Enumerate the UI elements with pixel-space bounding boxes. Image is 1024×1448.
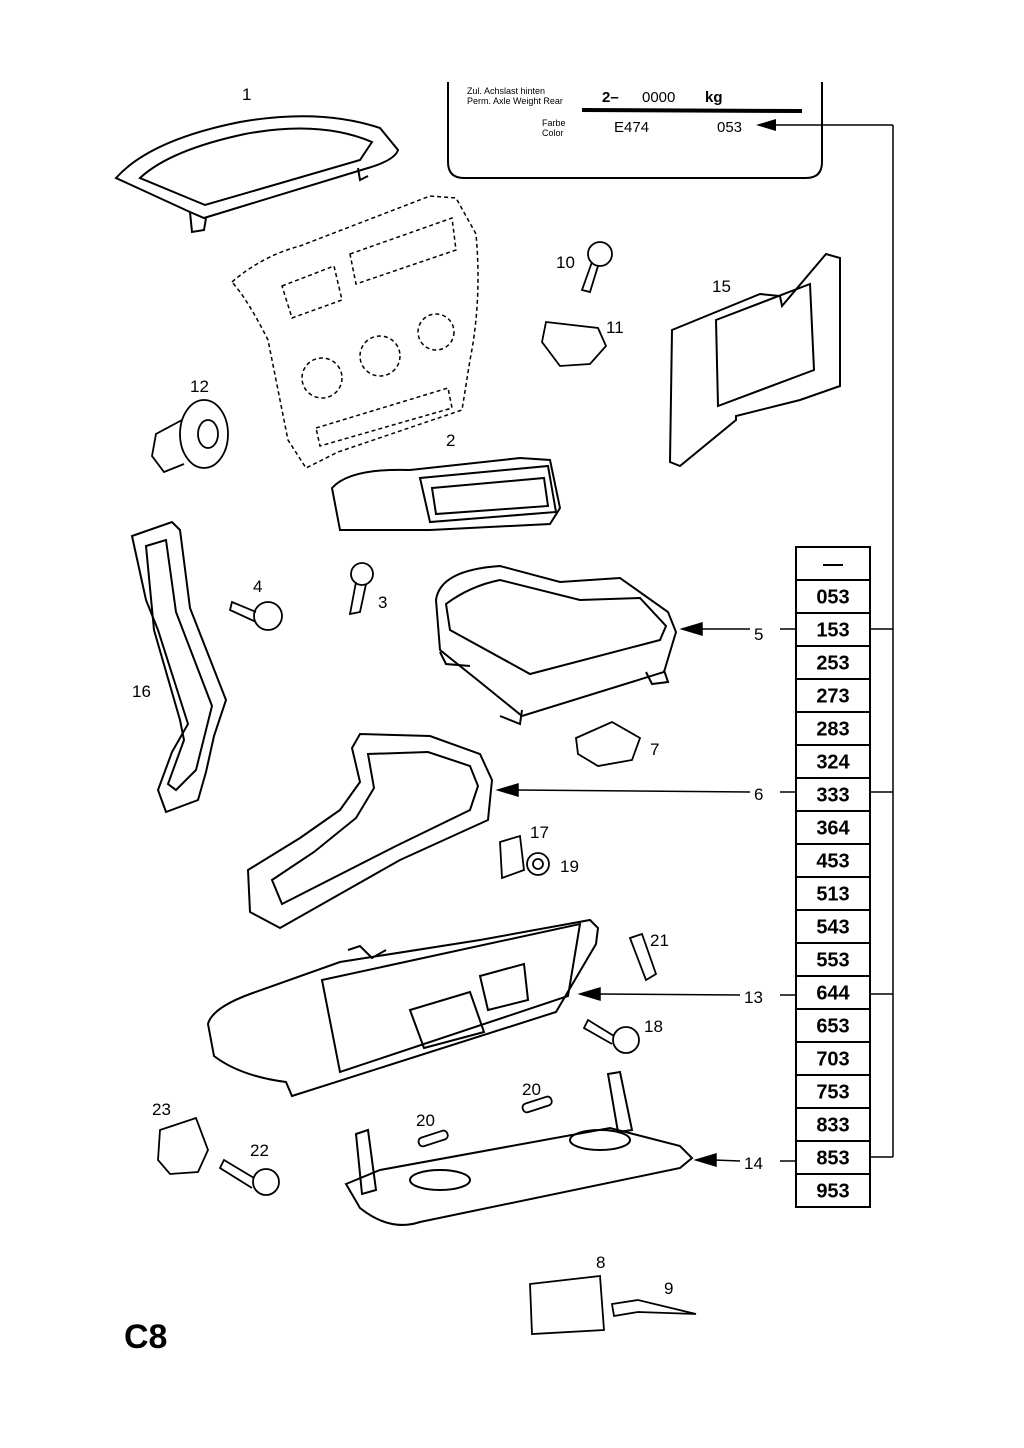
color-table-value: 153: [816, 620, 849, 642]
dashboard-outline: [230, 195, 479, 469]
part-5-tray: [434, 564, 678, 726]
color-table-cell: [795, 810, 871, 845]
color-table-value: 453: [816, 851, 849, 873]
color-table-bracket: [870, 125, 894, 1158]
color-table-value: 324: [816, 752, 850, 774]
vehicle-data-plate: Zul. Achslast hinten Perm. Axle Weight R…: [447, 82, 823, 179]
part-label-2: 2: [446, 431, 455, 450]
part-label-16: 16: [132, 682, 151, 701]
color-table-cell: [795, 975, 871, 1010]
color-table-cell: [795, 876, 871, 911]
part-label-20-upper: 20: [522, 1080, 541, 1099]
color-variant-table: — 053 153 253 273 283 324 333 364 453 513 543 553 644…: [795, 546, 871, 1208]
part-6-frame: [246, 732, 494, 930]
part-label-15: 15: [712, 277, 731, 296]
part-14-lid: [344, 1070, 694, 1226]
color-table-cell: [795, 909, 871, 944]
part-label-21: 21: [650, 931, 669, 950]
part-label-9: 9: [664, 1279, 673, 1298]
axle-weight-value: 0000: [642, 89, 675, 106]
color-table-value: 753: [816, 1082, 849, 1104]
part-label-13: 13: [744, 988, 763, 1007]
color-table-value: 833: [816, 1115, 849, 1137]
part-label-3: 3: [378, 593, 387, 612]
color-table-cell: [795, 777, 871, 812]
page-code: C8: [124, 1318, 168, 1356]
part-15-panel: [668, 252, 841, 468]
color-table-cell: [795, 1107, 871, 1142]
color-table-value: 853: [816, 1148, 849, 1170]
color-table-value: 273: [816, 686, 849, 708]
axle-weight-prefix: 2–: [602, 89, 619, 106]
part-label-8: 8: [596, 1253, 605, 1272]
color-table-value: 653: [816, 1016, 849, 1038]
part-label-6: 6: [754, 785, 763, 804]
color-table-cell: [795, 1173, 871, 1208]
part-13-glovebox: [206, 918, 600, 1098]
color-table-value: 283: [816, 719, 849, 741]
color-table-value: 543: [816, 917, 849, 939]
part-label-5: 5: [754, 625, 763, 644]
color-table-value: 553: [816, 950, 849, 972]
axle-weight-unit: kg: [705, 89, 723, 106]
plate-leader: [756, 119, 893, 131]
color-table-cell: [795, 579, 871, 614]
part-label-7: 7: [650, 740, 659, 759]
color-table-cell: [795, 1008, 871, 1043]
color-table-value: 333: [816, 785, 849, 807]
color-table-cell: [795, 843, 871, 878]
color-label-de: Farbe: [542, 118, 566, 128]
color-table-cell: [795, 711, 871, 746]
color-table-value: 364: [816, 818, 850, 840]
part-1-top-cover: [114, 115, 400, 234]
axle-weight-label-en: Perm. Axle Weight Rear: [467, 96, 563, 106]
axle-weight-label-de: Zul. Achslast hinten: [467, 86, 545, 96]
color-code: E474: [614, 119, 649, 136]
color-table-cell: [795, 942, 871, 977]
part-label-1: 1: [242, 85, 251, 104]
part-label-20-lower: 20: [416, 1111, 435, 1130]
color-number: 053: [717, 119, 742, 136]
color-label-en: Color: [542, 128, 564, 138]
plate-divider: [581, 108, 803, 113]
part-2-ashtray: [330, 456, 562, 531]
part-label-19: 19: [560, 857, 579, 876]
color-table-value: —: [823, 554, 843, 576]
part-label-12: 12: [190, 377, 209, 396]
part-label-23: 23: [152, 1100, 171, 1119]
part-label-17: 17: [530, 823, 549, 842]
part-16-bracket: [130, 520, 228, 814]
color-table-value: 953: [816, 1181, 849, 1203]
part-label-22: 22: [250, 1141, 269, 1160]
color-table-value: 513: [816, 884, 849, 906]
part-label-10: 10: [556, 253, 575, 272]
part-label-14: 14: [744, 1154, 763, 1173]
part-number-labels: 1 10 15 11 12 2 4 3 5 16 7 6 17 19 21 13…: [132, 85, 763, 1298]
part-label-4: 4: [253, 577, 262, 596]
small-fasteners: [151, 241, 697, 1335]
color-table-value: 703: [816, 1049, 849, 1071]
color-table-cell: [795, 744, 871, 779]
part-label-18: 18: [644, 1017, 663, 1036]
leader-lines: [495, 621, 796, 1168]
color-table-value: 644: [816, 983, 850, 1005]
color-table-value: 253: [816, 653, 849, 675]
color-table-cell: [795, 678, 871, 713]
color-table-value: 053: [816, 587, 849, 609]
part-label-11: 11: [606, 318, 624, 337]
